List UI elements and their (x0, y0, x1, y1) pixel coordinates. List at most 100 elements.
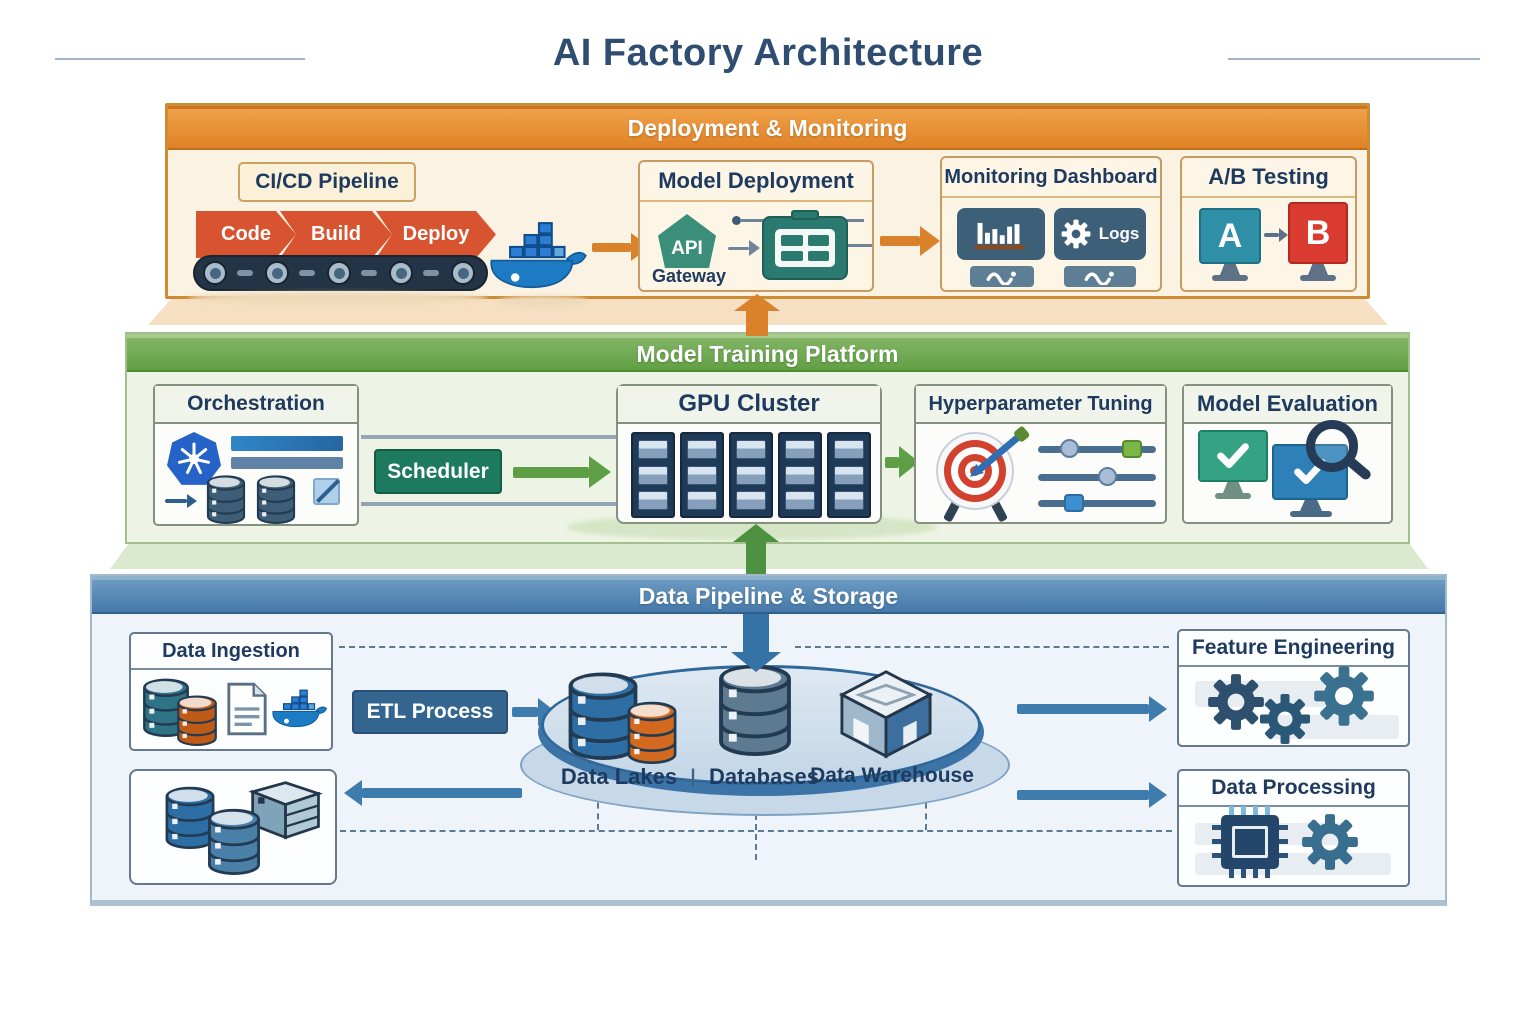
hyperparameter-tuning-box: Hyperparameter Tuning (914, 384, 1167, 524)
bar-chart-icon (975, 222, 1025, 250)
data-layer-header: Data Pipeline & Storage (92, 576, 1445, 614)
server-rack (631, 432, 675, 518)
data-processing-box: Data Processing (1177, 769, 1410, 887)
task-bar-1 (231, 436, 343, 451)
dashed-drop-lakes (597, 792, 599, 830)
data-layer: Data Pipeline & Storage Data Ingestion E (90, 574, 1447, 906)
arrow-storage-to-feature (1017, 696, 1167, 722)
variant-a-label: A (1217, 216, 1243, 255)
server-rack (827, 432, 871, 518)
database-icon-2 (256, 475, 296, 524)
page-title: AI Factory Architecture (552, 32, 984, 74)
data-warehouse-label: Data Warehouse (810, 764, 974, 787)
orchestration-box: Orchestration (153, 384, 359, 526)
document-icon (227, 682, 267, 736)
arrow-data-to-training (733, 524, 779, 574)
dashed-drop-warehouse (925, 792, 927, 830)
training-layer-header: Model Training Platform (127, 334, 1408, 372)
database-icon (206, 475, 246, 524)
conveyor-shadow (188, 292, 488, 304)
warehouse-cube-icon (838, 670, 934, 759)
ab-testing-title: A/B Testing (1182, 158, 1355, 198)
cicd-pipeline-label: CI/CD Pipeline (238, 162, 416, 202)
model-server-icon (762, 210, 848, 280)
trend-tile-1 (970, 266, 1034, 287)
sliders-icon (1038, 438, 1156, 512)
logs-tile: Logs (1054, 208, 1146, 260)
api-label: API (671, 238, 703, 259)
orchestration-title: Orchestration (155, 386, 357, 424)
training-layer-shadow (110, 542, 1428, 569)
orchestration-flow-arrow (165, 494, 197, 508)
variant-b-label: B (1305, 213, 1331, 252)
rail-top (361, 435, 617, 439)
model-deployment-box: Model Deployment API Gateway (638, 160, 874, 292)
monitor-a-stand (1220, 264, 1240, 275)
flow-arrow-deployment-to-monitoring (880, 226, 940, 256)
deployment-layer: Deployment & Monitoring CI/CD Pipeline C… (165, 103, 1370, 306)
monitor-b-stand (1308, 264, 1328, 275)
server-out-line (848, 244, 872, 247)
deployment-layer-header: Deployment & Monitoring (168, 106, 1367, 150)
connector-dot (732, 216, 741, 225)
ab-testing-box: A/B Testing A B (1180, 156, 1357, 292)
title-divider-left (55, 58, 305, 60)
monitor-a: A (1199, 208, 1261, 264)
kubernetes-icon (167, 432, 221, 485)
local-storage-box (129, 769, 337, 885)
arrow-training-to-deployment (734, 294, 780, 336)
data-ingestion-box: Data Ingestion (129, 632, 333, 751)
magnifier-icon (1306, 420, 1373, 482)
hyperparameter-tuning-title: Hyperparameter Tuning (916, 386, 1165, 424)
monitor-check-icon (1198, 430, 1268, 482)
model-evaluation-title: Model Evaluation (1184, 386, 1391, 424)
orange-database-icon (177, 695, 217, 746)
gear-icon (1061, 219, 1091, 249)
conveyor-belt (193, 255, 488, 291)
chevron-build: Build (280, 211, 392, 258)
server-rack (778, 432, 822, 518)
dashed-line-right (795, 646, 1169, 648)
gateway-label: Gateway (651, 266, 727, 286)
task-bar-2 (231, 457, 343, 469)
logs-label: Logs (1098, 224, 1140, 243)
databases-label: Databases (708, 764, 820, 789)
gear-icon-4 (1302, 814, 1358, 870)
gpu-cluster-title: GPU Cluster (618, 386, 880, 424)
gear-icon-3 (1314, 666, 1374, 726)
feature-engineering-title: Feature Engineering (1179, 631, 1408, 667)
whale-shadow (498, 296, 588, 306)
title-divider-right (1228, 58, 1480, 60)
monitoring-dashboard-box: Monitoring Dashboard Logs (940, 156, 1162, 292)
docker-whale-icon-small (272, 689, 328, 728)
server-racks (631, 432, 871, 518)
chevron-deploy: Deploy (376, 211, 496, 258)
arrow-storage-to-local (344, 780, 522, 806)
data-ingestion-title: Data Ingestion (131, 634, 331, 670)
docker-whale-icon (490, 222, 587, 289)
monitoring-dashboard-title: Monitoring Dashboard (942, 158, 1160, 198)
model-evaluation-box: Model Evaluation (1182, 384, 1393, 524)
gear-icon-1 (1208, 674, 1264, 730)
scheduler-node: Scheduler (374, 449, 502, 494)
chevron-code: Code (196, 211, 296, 258)
storage-separator: | (690, 766, 696, 786)
arrow-scheduler-to-gpu (513, 456, 611, 488)
api-to-server-arrow (728, 240, 760, 256)
trend-tile-2 (1064, 266, 1136, 287)
storage-database-icon-2 (208, 808, 260, 875)
gear-icon-2 (1260, 694, 1310, 744)
monitor-a-base (1212, 275, 1248, 281)
dashed-line-left (339, 646, 727, 648)
dashed-drop-databases (755, 804, 757, 860)
rail-bottom (361, 502, 617, 506)
metric-wave-icon (986, 269, 1018, 285)
monitor-b: B (1288, 202, 1348, 264)
cicd-steps: Code Build Deploy (196, 211, 496, 258)
data-processing-title: Data Processing (1179, 771, 1408, 807)
storage-server-icon (248, 781, 323, 840)
feature-engineering-box: Feature Engineering (1177, 629, 1410, 747)
arrow-storage-to-processing (1017, 782, 1167, 808)
gpu-cluster-box: GPU Cluster (616, 384, 882, 524)
